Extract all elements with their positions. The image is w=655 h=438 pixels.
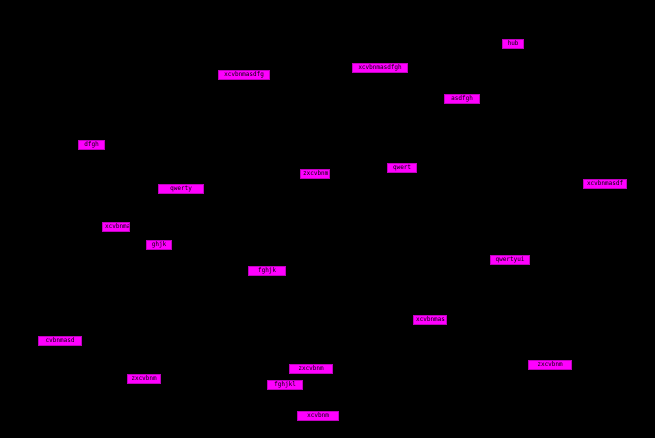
graph-node: dfgh <box>78 140 105 150</box>
graph-node: fghjk <box>248 266 286 276</box>
graph-node: zxcvbnm <box>300 169 330 179</box>
graph-node: zxcvbnm <box>127 374 161 384</box>
graph-node: zxcvbnm <box>528 360 572 370</box>
graph-node: xcvbnmasdfgh <box>352 63 408 73</box>
graph-node: cvbnmasd <box>38 336 82 346</box>
graph-node: xcvbnm <box>297 411 339 421</box>
graph-node: qwertyui <box>490 255 530 265</box>
graph-node: hub <box>502 39 524 49</box>
graph-node: asdfgh <box>444 94 480 104</box>
graph-node: ghjk <box>146 240 172 250</box>
graph-node: qwerty <box>158 184 204 194</box>
graph-node: xcvbnmasd <box>102 222 130 232</box>
graph-node: qwert <box>387 163 417 173</box>
graph-node: xcvbnmas <box>413 315 447 325</box>
graph-node: xcvbnmasdfg <box>218 70 270 80</box>
graph-node: zxcvbnm <box>289 364 333 374</box>
graph-node: xcvbnmasdf <box>583 179 627 189</box>
graph-node: fghjkl <box>267 380 303 390</box>
